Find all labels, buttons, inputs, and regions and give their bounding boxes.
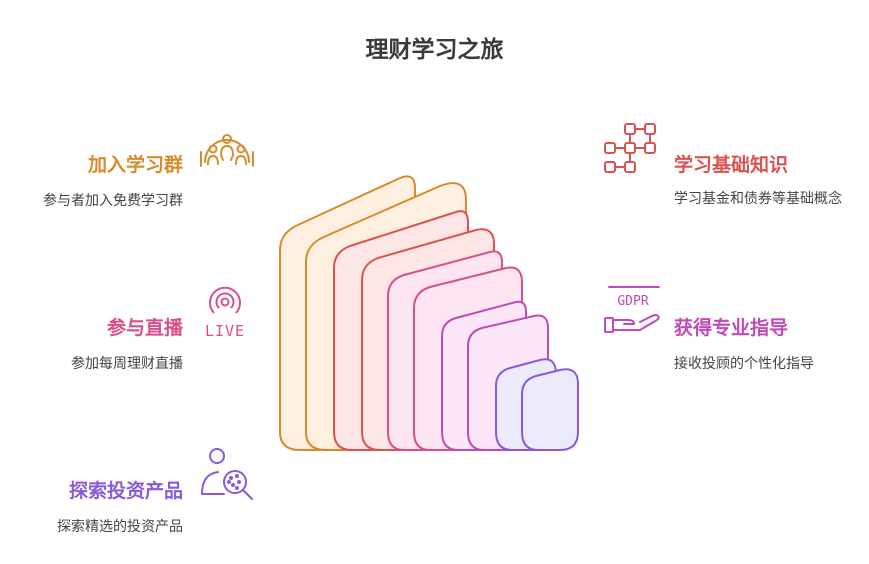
- step-desc-explore: 探索精选的投资产品: [57, 519, 183, 535]
- step-title-basics: 学习基础知识: [674, 154, 789, 176]
- live-label: LIVE: [205, 322, 245, 340]
- live-broadcast-icon: LIVE: [205, 286, 245, 340]
- step-desc-basics: 学习基金和债券等基础概念: [674, 191, 842, 207]
- step-title-explore: 探索投资产品: [68, 480, 183, 502]
- step-desc-guidance: 接收投顾的个性化指导: [674, 356, 814, 372]
- search-product-icon: [201, 448, 253, 500]
- step-title-live: 参与直播: [106, 317, 183, 339]
- step-title-guidance: 获得专业指导: [674, 317, 789, 339]
- step-desc-live: 参加每周理财直播: [71, 356, 183, 372]
- gdpr-hand-icon: GDPR: [604, 286, 660, 333]
- diagram-title: 理财学习之旅: [365, 37, 504, 63]
- community-group-icon: [200, 134, 254, 167]
- step-title-join-group: 加入学习群: [87, 154, 183, 176]
- gdpr-label: GDPR: [617, 294, 648, 309]
- step-desc-join-group: 参与者加入免费学习群: [43, 193, 183, 209]
- layer-5-explore: [495, 358, 579, 451]
- network-blocks-icon: [604, 123, 656, 173]
